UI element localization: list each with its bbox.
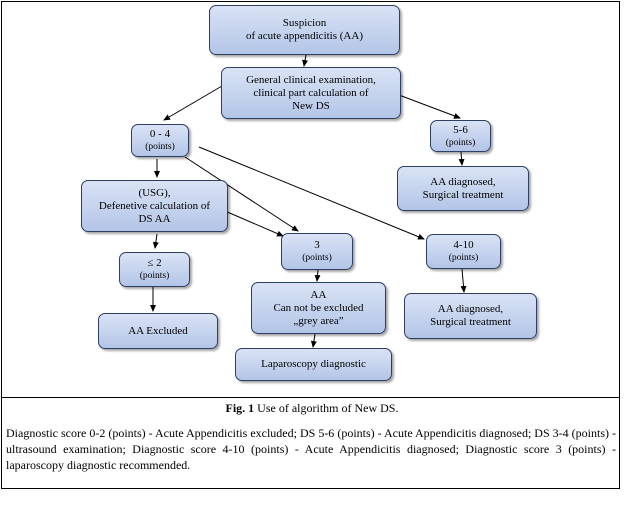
- arrow-usg-to-3: [224, 210, 284, 237]
- node-score-5-6: 5-6 (points): [430, 120, 491, 152]
- arrow-usg-to-le2: [152, 233, 159, 249]
- node-laparoscopy: Laparoscopy diagnostic: [235, 348, 392, 381]
- node-general-exam: General clinical examination, clinical p…: [221, 67, 401, 119]
- node-score-4-10: 4-10 (points): [426, 234, 501, 269]
- node-text: „grey area”: [293, 314, 344, 327]
- figure-label: Fig. 1: [225, 401, 255, 415]
- node-text: Laparoscopy diagnostic: [261, 358, 366, 370]
- arrow-0-4-to-4-10: [198, 146, 425, 240]
- node-aa-diagnosed-surgical-2: AA diagnosed, Surgical treatment: [404, 293, 537, 339]
- node-text: (points): [139, 271, 170, 281]
- node-text: ≤ 2: [147, 257, 162, 269]
- arrow-5-6-to-diagnosed: [458, 151, 465, 166]
- arrow-exam-to-0-4: [163, 85, 223, 121]
- node-text: AA diagnosed,: [430, 175, 496, 188]
- node-suspicion: Suspicion of acute appendicitis (AA): [209, 5, 400, 55]
- node-score-le-2: ≤ 2 (points): [119, 252, 190, 287]
- node-aa-excluded: AA Excluded: [98, 313, 218, 349]
- node-text: clinical part calculation of: [253, 86, 369, 99]
- node-aa-diagnosed-surgical-1: AA diagnosed, Surgical treatment: [397, 166, 529, 211]
- node-text: 0 - 4: [149, 128, 171, 140]
- node-text: DS AA: [138, 212, 171, 225]
- node-text: of acute appendicitis (AA): [246, 30, 363, 42]
- node-text: 3: [314, 239, 320, 251]
- node-text: (USG),: [138, 186, 171, 199]
- node-text: (points): [145, 142, 175, 152]
- node-text: Surgical treatment: [430, 316, 511, 328]
- figure-caption: Fig. 1 Use of algorithm of New DS.: [0, 401, 624, 416]
- node-text: AA: [310, 288, 327, 301]
- node-text: AA Excluded: [128, 324, 188, 337]
- arrow-suspicion-to-exam: [302, 54, 309, 67]
- arrow-grey-to-laparoscopy: [310, 333, 317, 348]
- node-text: Can not be excluded: [273, 301, 364, 314]
- figure-frame: [1, 1, 620, 489]
- arrow-exam-to-5-6: [398, 94, 461, 119]
- caption-divider: [1, 397, 620, 398]
- node-text: 4-10: [453, 239, 474, 251]
- node-text: (points): [448, 253, 479, 263]
- node-grey-area: AA Can not be excluded „grey area”: [251, 282, 386, 334]
- arrow-0-4-to-3-a: [184, 156, 299, 232]
- node-text: Surgical treatment: [422, 188, 504, 201]
- figure-description: Diagnostic score 0-2 (points) - Acute Ap…: [6, 426, 616, 472]
- node-usg: (USG), Defenetive calculation of DS AA: [81, 180, 228, 232]
- node-text: (points): [302, 253, 332, 263]
- node-text: (points): [445, 137, 476, 148]
- node-text: Defenetive calculation of: [98, 199, 211, 212]
- node-text: AA diagnosed,: [437, 303, 504, 315]
- node-score-0-4: 0 - 4 (points): [131, 124, 189, 157]
- node-text: New DS: [292, 99, 330, 112]
- figure-caption-text: Use of algorithm of New DS.: [254, 401, 399, 415]
- arrow-4-10-to-diagnosed: [460, 268, 467, 293]
- arrow-3-to-grey: [314, 269, 321, 282]
- node-text: 5-6: [453, 123, 468, 136]
- node-score-3: 3 (points): [281, 233, 353, 270]
- flow-arrows: [150, 54, 467, 348]
- node-text: Suspicion: [282, 17, 327, 29]
- node-text: General clinical examination,: [246, 73, 376, 86]
